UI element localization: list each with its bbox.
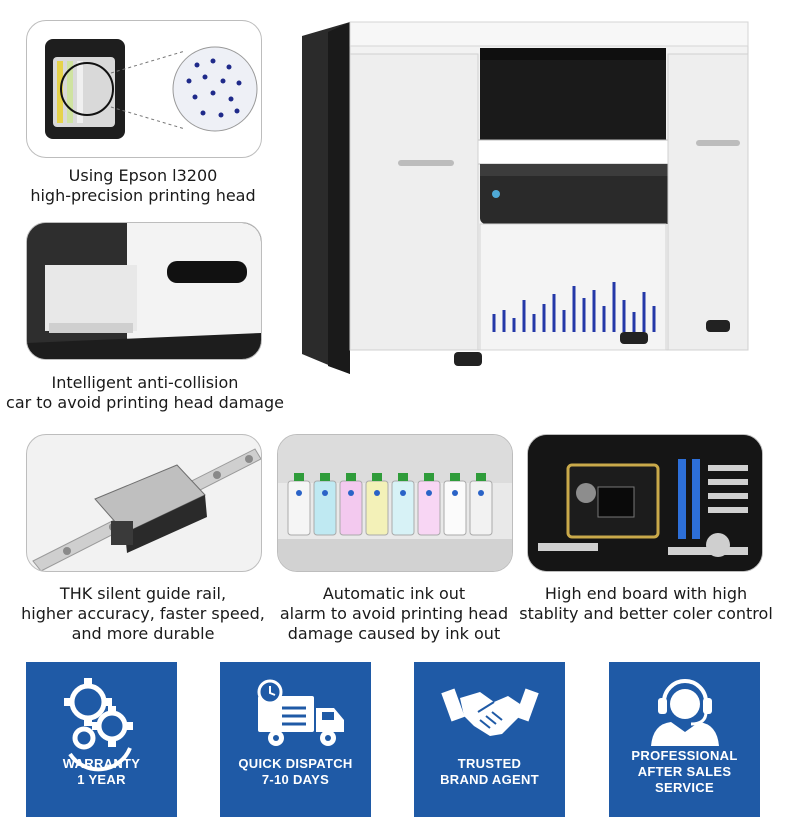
- ink-bottles-photo: [277, 434, 513, 572]
- feature-caption-anti-collision: Intelligent anti-collision car to avoid …: [0, 373, 290, 413]
- control-board-photo: [527, 434, 763, 572]
- service-dispatch: QUICK DISPATCH 7-10 DAYS: [220, 662, 371, 817]
- carriage-illustration: [27, 223, 261, 359]
- service-label-line: 7-10 DAYS: [261, 772, 330, 787]
- printhead-illustration: [45, 39, 258, 139]
- service-label-line: 1 YEAR: [77, 772, 126, 787]
- printer-illustration: [302, 21, 749, 374]
- caption-line: stablity and better coler control: [519, 604, 773, 623]
- printhead-photo: [26, 20, 262, 158]
- caption-line: High end board with high: [544, 584, 748, 603]
- service-label-line: TRUSTED: [457, 756, 522, 771]
- feature-caption-guide-rail: THK silent guide rail, higher accuracy, …: [12, 584, 274, 644]
- service-label-line: AFTER SALES: [637, 764, 732, 779]
- service-after-sales: PROFESSIONAL AFTER SALES SERVICE: [609, 662, 760, 817]
- guide-rail-illustration: [32, 448, 261, 571]
- caption-line: car to avoid printing head damage: [6, 393, 284, 412]
- caption-line: Automatic ink out: [322, 584, 466, 603]
- service-label-line: SERVICE: [655, 780, 714, 795]
- delivery-truck-icon: [257, 679, 344, 746]
- feature-caption-printhead: Using Epson l3200 high-precision printin…: [10, 166, 276, 206]
- feature-caption-ink-alarm: Automatic ink out alarm to avoid printin…: [262, 584, 526, 644]
- caption-line: THK silent guide rail,: [59, 584, 227, 603]
- caption-line: high-precision printing head: [30, 186, 256, 205]
- service-label-line: QUICK DISPATCH: [238, 756, 353, 771]
- circuit-board-illustration: [528, 435, 762, 571]
- service-warranty: WARRANTY 1 YEAR: [26, 662, 177, 817]
- gears-icon: [64, 678, 133, 772]
- caption-line: Intelligent anti-collision: [51, 373, 239, 392]
- service-brand-agent: TRUSTED BRAND AGENT: [414, 662, 565, 817]
- handshake-icon: [441, 688, 539, 736]
- service-label-line: WARRANTY: [62, 756, 141, 771]
- guide-rail-photo: [26, 434, 262, 572]
- service-label-line: PROFESSIONAL: [631, 748, 738, 763]
- headset-agent-icon: [651, 679, 719, 746]
- service-label-line: BRAND AGENT: [440, 772, 539, 787]
- uv-printer-image: [298, 14, 758, 386]
- anti-collision-photo: [26, 222, 262, 360]
- caption-line: and more durable: [71, 624, 215, 643]
- caption-line: Using Epson l3200: [68, 166, 218, 185]
- caption-line: damage caused by ink out: [287, 624, 501, 643]
- caption-line: higher accuracy, faster speed,: [21, 604, 265, 623]
- ink-bottles-illustration: [278, 435, 512, 571]
- feature-caption-control-board: High end board with high stablity and be…: [512, 584, 780, 624]
- caption-line: alarm to avoid printing head: [279, 604, 509, 623]
